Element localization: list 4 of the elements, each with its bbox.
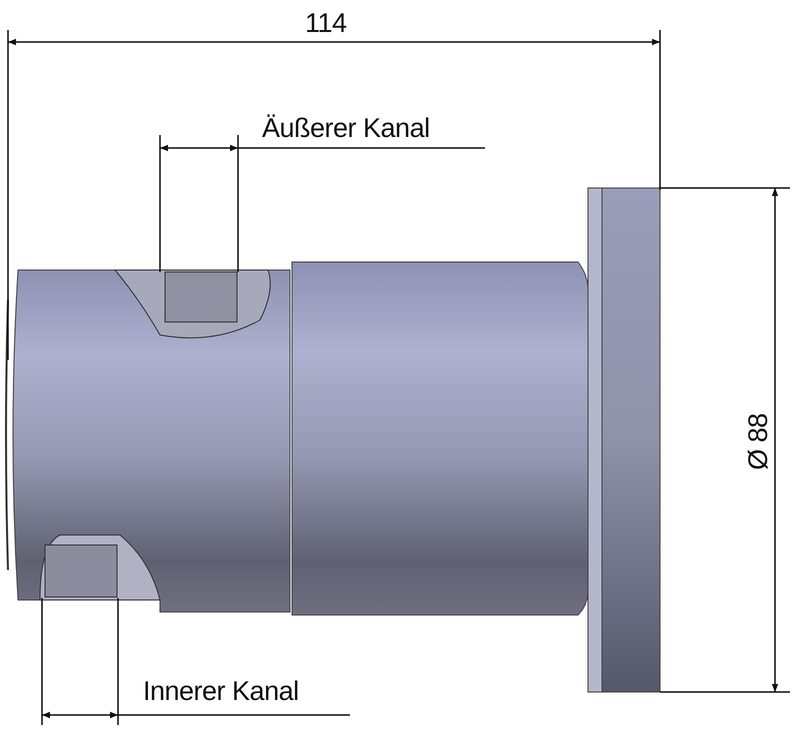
channel-label: Innerer Kanal [143,678,299,705]
dimension-value: 114 [305,10,347,37]
channel-label: Äußerer Kanal [262,115,430,142]
dimension-value: Ø 88 [745,413,772,470]
